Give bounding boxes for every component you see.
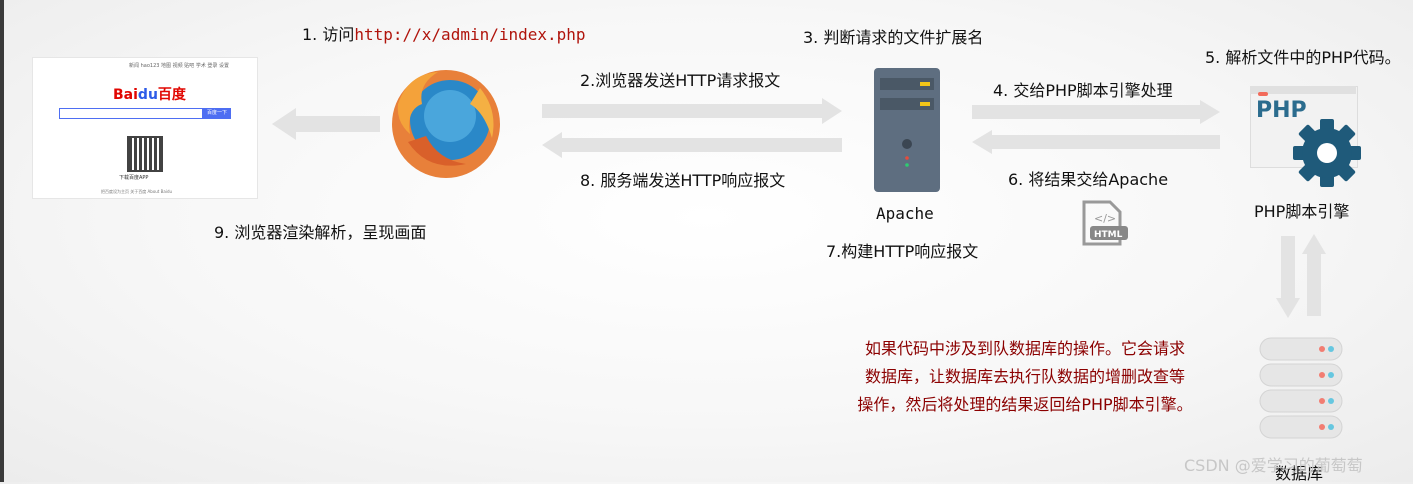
- arrow-to-db-down: [1276, 236, 1300, 318]
- step-8-label: 8. 服务端发送HTTP响应报文: [580, 171, 786, 190]
- step-5-label: 5. 解析文件中的PHP代码。: [1205, 48, 1401, 67]
- arrow-request-right: [542, 98, 842, 124]
- step-7-label: 7.构建HTTP响应报文: [826, 242, 979, 261]
- note-line-1: 如果代码中涉及到队数据库的操作。它会请求: [864, 339, 1185, 358]
- step-9-label: 9. 浏览器渲染解析，呈现画面: [214, 223, 427, 242]
- arrow-render-left: [272, 108, 380, 140]
- php-logo: PHP: [1256, 98, 1307, 123]
- preview-search-input: [59, 108, 203, 119]
- preview-footer: 把百度设为主页 关于百度 About Baidu: [101, 189, 173, 194]
- svg-text:</>: </>: [1094, 212, 1116, 225]
- step-1-prefix: 1. 访问: [302, 25, 355, 44]
- arrow-response-left: [542, 132, 842, 158]
- step-6-label: 6. 将结果交给Apache: [1008, 170, 1169, 189]
- step-1-url: http://x/admin/index.php: [354, 25, 586, 44]
- database-label: 数据库: [1275, 464, 1324, 483]
- php-engine-label: PHP脚本引擎: [1254, 202, 1350, 221]
- preview-nav: 新闻 hao123 地图 视频 贴吧 学术 登录 设置: [129, 63, 229, 69]
- preview-search-button: 百度一下: [203, 108, 231, 119]
- note-line-2: 数据库，让数据库去执行队数据的增删改查等: [864, 367, 1185, 386]
- step-4-label: 4. 交给PHP脚本引擎处理: [993, 81, 1173, 100]
- note-line-3: 操作，然后将处理的结果返回给PHP脚本引擎。: [857, 395, 1193, 414]
- server-icon: [874, 68, 940, 192]
- qr-code-icon: [127, 136, 163, 172]
- arrow-to-php-up: [1302, 234, 1326, 316]
- preview-qr-caption: 下载百度APP: [119, 175, 149, 181]
- html-file-icon: </> HTML: [1082, 200, 1128, 246]
- baidu-logo: Baidu百度: [113, 87, 186, 103]
- database-icon: [1259, 337, 1343, 439]
- firefox-icon: [392, 70, 500, 178]
- gear-icon: [1293, 119, 1361, 187]
- step-1-label: 1. 访问http://x/admin/index.php: [302, 21, 586, 45]
- browser-render-preview: 新闻 hao123 地图 视频 贴吧 学术 登录 设置 Baidu百度 百度一下…: [32, 57, 258, 199]
- watermark: CSDN @爱学习的葡萄萄: [1184, 456, 1363, 475]
- step-2-label: 2.浏览器发送HTTP请求报文: [580, 71, 781, 90]
- step-3-label: 3. 判断请求的文件扩展名: [803, 28, 984, 47]
- left-window-edge: [0, 0, 4, 482]
- arrow-to-php-right: [972, 100, 1220, 124]
- apache-label: Apache: [876, 204, 934, 223]
- arrow-to-apache-left: [972, 130, 1220, 154]
- svg-text:HTML: HTML: [1094, 230, 1123, 240]
- database-note: 如果代码中涉及到队数据库的操作。它会请求 数据库，让数据库去执行队数据的增删改查…: [838, 335, 1212, 419]
